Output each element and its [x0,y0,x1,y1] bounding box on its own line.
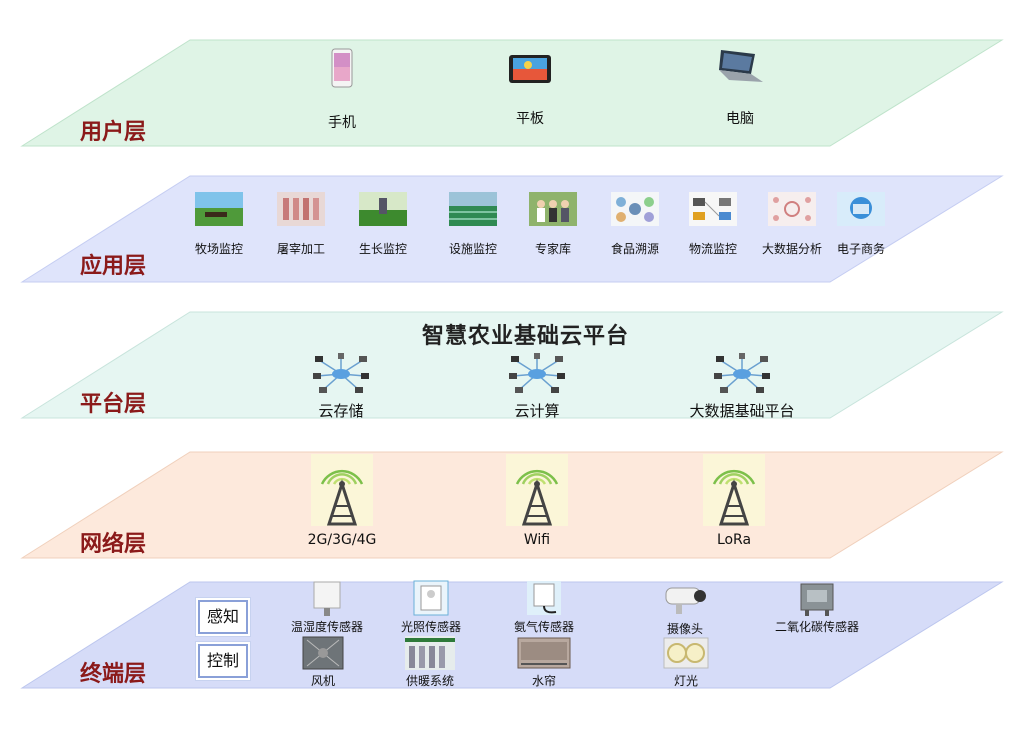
network-item-label: 2G/3G/4G [307,532,377,548]
control-label: 灯光 [673,674,698,688]
terminal-layer-name: 终端层 [80,662,147,687]
app-item-facility: 设施监控 [442,192,504,257]
platform-item-storage: 云存储 [306,352,376,421]
user-item-label: 平板 [516,111,544,127]
greenhouse-photo-icon [449,192,497,226]
app-item-label: 生长监控 [358,242,407,256]
network-item-label: Wifi [523,532,551,548]
sensor-label: 摄像头 [666,622,703,636]
user-layer-name: 用户层 [80,120,147,145]
water-curtain-icon [517,637,571,669]
fan-icon [302,636,344,670]
app-item-growth: 生长监控 [352,192,414,257]
app-item-label: 设施监控 [448,242,497,256]
tablet-icon [509,55,551,83]
control-label: 风机 [310,674,335,688]
app-item-ecommerce: 电子商务 [828,192,894,257]
network-item-label: LoRa [716,532,752,548]
user-item-phone: 手机 [322,48,362,132]
control-fan: 风机 [300,636,346,689]
network-item-cellular: 2G/3G/4G [300,454,384,548]
network-hub-icon [313,353,369,393]
signal-tower-icon [311,454,373,526]
terminal-layer-plane [20,581,1004,689]
control-water-curtain: 水帘 [516,636,572,689]
laptop-icon [719,50,763,82]
app-layer-plane [20,175,1004,283]
signal-tower-icon [506,454,568,526]
camera-icon [665,587,706,614]
sensor-label: 氨气传感器 [513,620,574,634]
slaughter-photo-icon [277,192,325,226]
sensor-camera: 摄像头 [654,582,716,637]
control-tag: 控制 [198,644,248,678]
smartphone-icon [331,48,353,88]
user-item-label: 手机 [328,115,356,131]
user-item-tablet: 平板 [505,54,555,128]
sensor-label: 二氧化碳传感器 [774,620,859,634]
control-label: 水帘 [531,674,556,688]
app-item-label: 大数据分析 [761,242,822,256]
signal-tower-icon [703,454,765,526]
control-lamp: 灯光 [660,636,712,689]
user-layer-plane [20,39,1004,147]
network-item-wifi: Wifi [497,454,577,548]
control-label: 供暖系统 [405,674,454,688]
user-item-laptop: 电脑 [713,48,767,128]
app-item-label: 牧场监控 [194,242,243,256]
app-item-traceability: 食品溯源 [604,192,666,257]
sensor-label: 温湿度传感器 [290,620,363,634]
control-heating: 供暖系统 [398,636,462,689]
app-layer-name: 应用层 [80,254,147,279]
app-item-experts: 专家库 [522,192,584,257]
ammonia-sensor-icon [527,581,561,615]
app-item-logistics: 物流监控 [682,192,744,257]
platform-item-bigdata: 大数据基础平台 [680,352,804,421]
platform-title: 智慧农业基础云平台 [422,324,630,349]
experts-photo-icon [529,192,577,226]
pasture-photo-icon [195,192,243,226]
user-item-label: 电脑 [726,111,754,127]
app-item-label: 屠宰加工 [276,242,325,256]
app-item-bigdata: 大数据分析 [754,192,830,257]
user-layer: 用户层 手机 平板 电脑 [0,38,1024,148]
app-item-label: 专家库 [534,242,571,256]
sensor-label: 光照传感器 [400,620,461,634]
sensor-ammonia: 氨气传感器 [508,580,580,635]
growth-photo-icon [359,192,407,226]
network-hub-icon [714,353,770,393]
platform-item-computing: 云计算 [502,352,572,421]
network-layer-name: 网络层 [80,532,147,557]
network-layer: 网络层 2G/3G/4G [0,450,1024,560]
network-item-lora: LoRa [694,454,774,548]
bigdata-icon [768,192,816,226]
platform-item-label: 云存储 [318,402,364,420]
app-item-label: 食品溯源 [610,242,659,256]
terminal-layer: 终端层 感知 控制 温湿度传感器 光照传感器 氨气传感器 [0,580,1024,690]
platform-item-label: 云计算 [514,402,560,420]
sensor-co2: 二氧化碳传感器 [772,580,862,635]
platform-item-label: 大数据基础平台 [689,402,795,420]
app-item-label: 物流监控 [688,242,737,256]
temp-humidity-sensor-icon [313,581,341,616]
lamp-icon [663,637,709,669]
app-layer: 应用层 牧场监控 屠宰加工 生长监控 [0,174,1024,284]
heating-icon [405,636,455,670]
app-item-label: 电子商务 [836,242,885,256]
sense-tag: 感知 [198,600,248,634]
logistics-icon [689,192,737,226]
platform-layer-name: 平台层 [80,392,147,417]
traceability-icon [611,192,659,226]
platform-layer: 平台层 智慧农业基础云平台 云存储 [0,310,1024,420]
co2-sensor-icon [800,583,834,616]
sensor-light: 光照传感器 [396,580,466,635]
sensor-temp-humidity: 温湿度传感器 [288,580,366,635]
app-item-slaughter: 屠宰加工 [270,192,332,257]
ecommerce-icon [837,192,885,226]
app-item-pasture: 牧场监控 [188,192,250,257]
light-sensor-icon [413,580,449,616]
network-hub-icon [509,353,565,393]
